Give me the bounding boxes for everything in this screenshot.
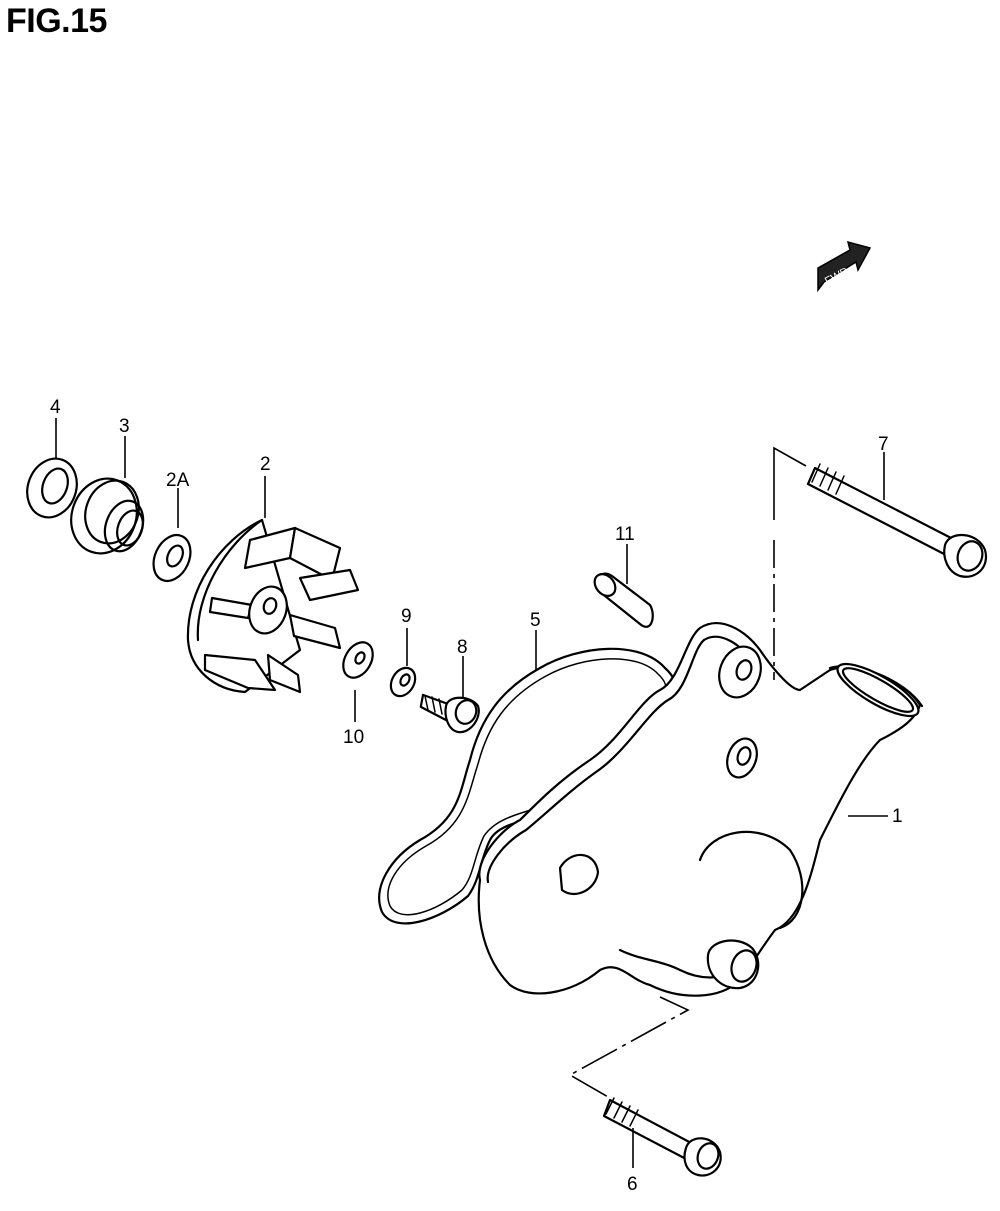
part-7-long-bolt [806,463,988,578]
label-part-5: 5 [530,610,541,631]
fwd-arrow-icon: FWD [817,240,872,293]
part-11-dowel-pin [593,572,654,628]
label-part-8: 8 [457,637,468,658]
part-4-oil-seal [26,457,78,519]
label-part-7: 7 [878,434,889,455]
part-3-mechanical-seal [70,477,145,555]
label-part-10: 10 [343,727,364,748]
label-leaders [55,418,888,1168]
label-part-3: 3 [119,416,130,437]
part-6-bolt [602,1097,722,1177]
label-part-1: 1 [892,806,903,827]
part-labels: 4 3 2A 2 9 8 10 5 11 7 1 6 [50,397,903,1195]
label-part-4: 4 [50,397,61,418]
label-part-11: 11 [615,524,635,545]
part-9-ring [389,666,417,698]
label-part-9: 9 [401,606,412,627]
alignment-lines [568,446,807,1099]
part-2-impeller [186,518,360,694]
part-1-pump-cover [477,622,924,997]
part-2a-washer [152,533,192,583]
figure-title: FIG.15 [6,2,107,40]
part-8-bolt [419,693,480,734]
part-10-washer [342,641,374,679]
label-part-6: 6 [627,1174,638,1195]
label-part-2a: 2A [166,470,190,491]
label-part-2: 2 [260,454,271,475]
